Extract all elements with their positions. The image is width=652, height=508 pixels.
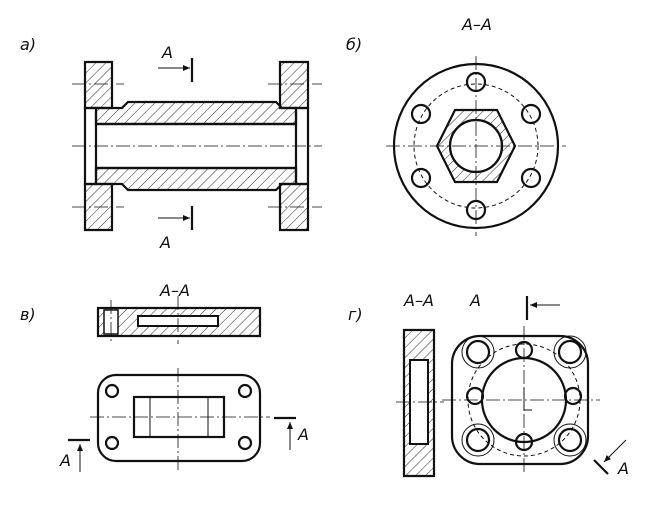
upper-body-wall xyxy=(94,100,298,126)
corner-boss xyxy=(461,335,495,369)
left-flange xyxy=(83,60,114,110)
cut-arrow-diag xyxy=(603,439,627,463)
view-a-label: а) xyxy=(20,35,36,54)
corner-hole xyxy=(465,339,491,365)
cut-mark-diag xyxy=(593,459,609,475)
mount-hole xyxy=(104,383,120,399)
section-title-v: A–A xyxy=(159,281,190,300)
bolt-hole xyxy=(520,103,542,125)
section-label-top: A xyxy=(161,43,173,62)
square-flange-outline xyxy=(450,334,590,466)
bolt-hole xyxy=(514,432,534,452)
view-b-label: б) xyxy=(346,35,362,54)
view-b: б) A–A xyxy=(346,15,566,236)
corner-boss xyxy=(553,423,587,457)
bolt-hole xyxy=(563,386,583,406)
section-label-right: A xyxy=(297,425,309,444)
mount-hole xyxy=(104,435,120,451)
plate-outline xyxy=(96,373,262,463)
bolt-hole xyxy=(465,71,487,93)
corner-hole xyxy=(465,427,491,453)
bolt-hole xyxy=(465,199,487,221)
mount-hole xyxy=(237,383,253,399)
corner-boss xyxy=(553,335,587,369)
section-label-bottom: A xyxy=(159,233,171,252)
mount-hole xyxy=(237,435,253,451)
bore-circle xyxy=(448,118,504,174)
view-g-label: г) xyxy=(348,305,363,324)
bolt-hole xyxy=(520,167,542,189)
corner-hole xyxy=(557,427,583,453)
right-flange xyxy=(278,60,310,110)
view-v: в) A–A A A xyxy=(20,281,309,472)
view-a: а) A A xyxy=(20,35,322,252)
corner-hole xyxy=(557,339,583,365)
view-g: г) A–A A A xyxy=(348,291,629,478)
section-title-b: A–A xyxy=(461,15,492,34)
lower-body-wall xyxy=(94,166,298,192)
section-label-left: A xyxy=(59,451,71,470)
bolt-hole xyxy=(514,340,534,360)
bolt-circle xyxy=(413,83,539,209)
bolt-hole xyxy=(410,167,432,189)
bolt-hole xyxy=(465,386,485,406)
corner-boss xyxy=(461,423,495,457)
bolt-hole xyxy=(410,103,432,125)
section-title-g: A–A xyxy=(403,291,434,310)
section-label-arrow: A xyxy=(617,459,629,478)
view-label-g: A xyxy=(469,291,481,310)
view-v-label: в) xyxy=(20,305,36,324)
